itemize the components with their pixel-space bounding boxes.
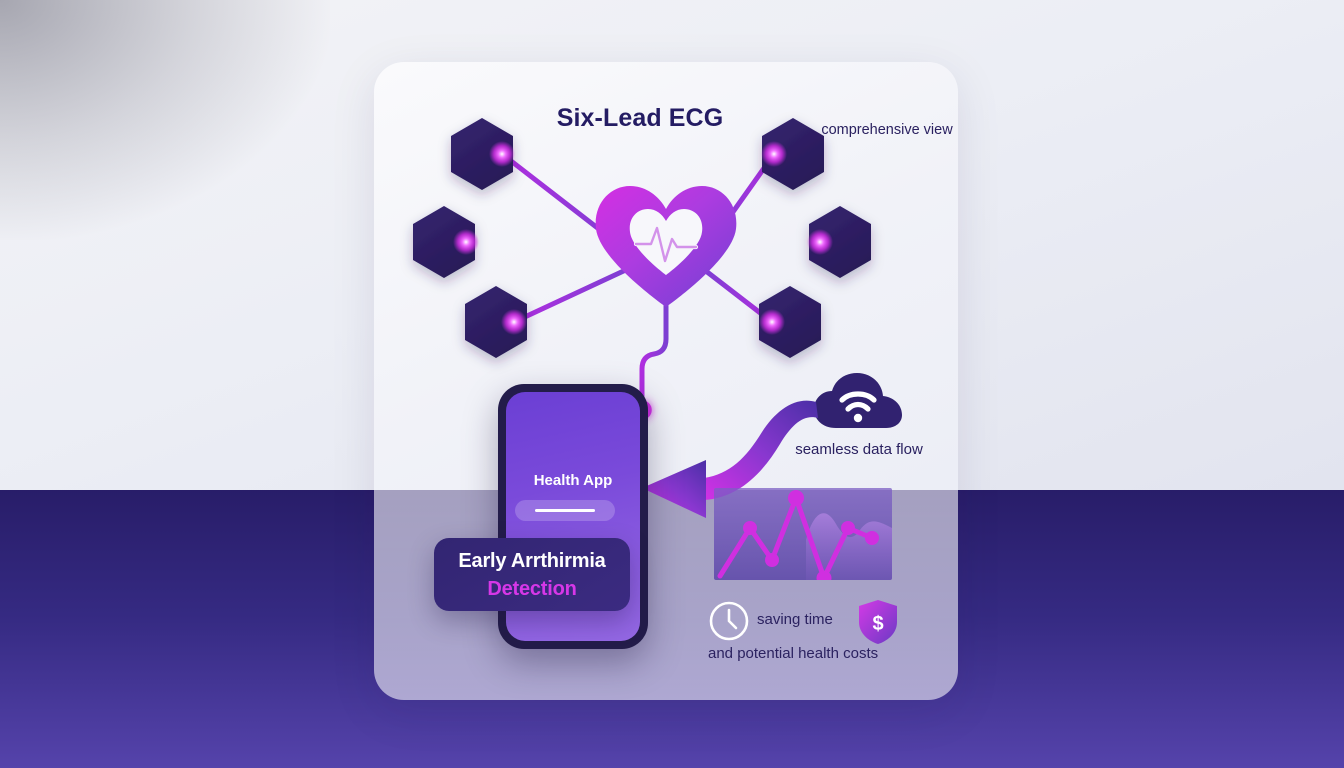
ecg-trend-chart	[714, 488, 892, 580]
node-glow-dot	[453, 229, 479, 255]
hexagon-node-icon	[465, 286, 527, 358]
link-lead-3	[511, 265, 633, 325]
badge-line-2: Detection	[487, 578, 577, 600]
svg-text:$: $	[872, 613, 883, 635]
shield-dollar-icon: $	[859, 600, 897, 644]
node-glow-dot	[759, 309, 785, 335]
label-seamless-data-flow: seamless data flow	[795, 441, 923, 458]
chart-point	[841, 521, 855, 535]
chart-area-fill	[806, 513, 892, 580]
hexagon-node-icon	[759, 286, 821, 358]
chart-point	[788, 490, 804, 506]
node-glow-dot	[807, 229, 833, 255]
hexagon-node-icon	[451, 118, 513, 190]
heart-pulse-icon	[595, 186, 737, 307]
chart-point	[743, 521, 757, 535]
hexagon-nodes	[413, 118, 871, 358]
chart-point	[865, 531, 879, 545]
label-health-costs: and potential health costs	[708, 645, 879, 662]
chart-data-points	[743, 490, 879, 580]
page-title: Six-Lead ECG	[556, 104, 724, 132]
chart-point	[816, 570, 832, 580]
chart-point	[765, 553, 779, 567]
hexagon-node-icon	[809, 206, 871, 278]
cloud-wifi-icon	[814, 373, 902, 428]
circuit-trace	[639, 297, 669, 413]
curved-arrow-left-icon	[642, 400, 818, 518]
app-progress-bar-fill	[535, 509, 595, 512]
phone-app-title: Health App	[533, 472, 613, 489]
node-glow-dot	[501, 309, 527, 335]
node-glow-dot	[761, 141, 787, 167]
hexagon-node-icon	[762, 118, 824, 190]
status-badge: Early Arrthirmia Detection	[434, 538, 630, 611]
node-glow-dots	[453, 141, 833, 335]
label-comprehensive-view: comprehensive view	[821, 122, 953, 138]
node-glow-dot	[489, 141, 515, 167]
label-saving-time: saving time	[757, 611, 833, 628]
clock-icon	[709, 601, 749, 641]
hexagon-node-icon	[413, 206, 475, 278]
badge-line-1: Early Arrthirmia	[458, 550, 606, 572]
